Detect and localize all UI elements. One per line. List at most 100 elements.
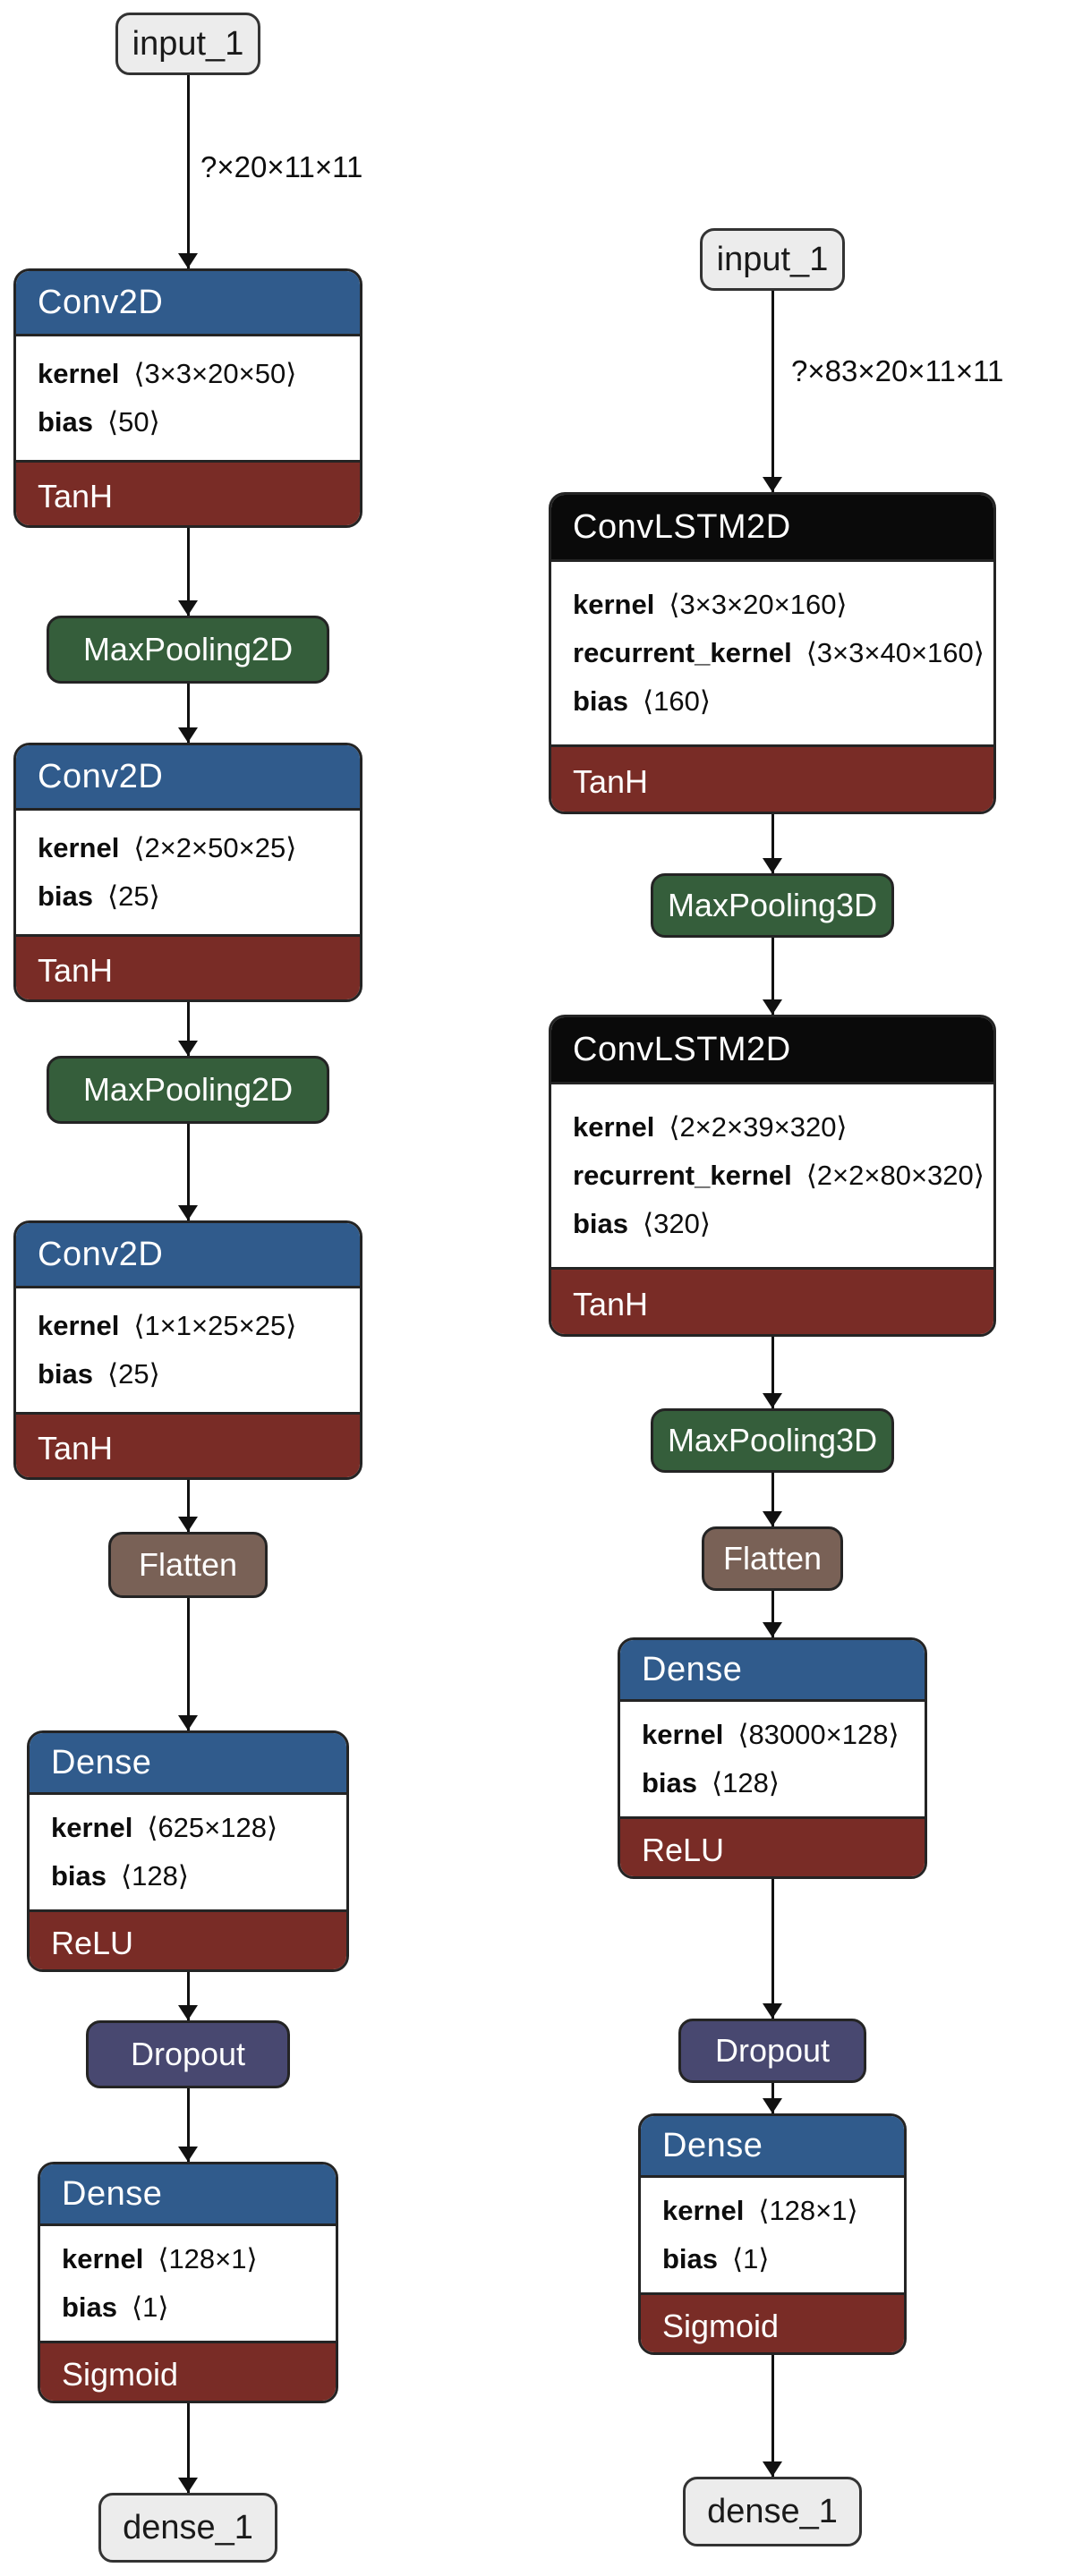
left-dense-1-node[interactable]: Dense kernel⟨625×128⟩ bias⟨128⟩ ReLU [27,1730,349,1972]
edge-arrow [186,528,190,616]
activation-label: TanH [551,1270,993,1334]
right-dense-2-node[interactable]: Dense kernel⟨128×1⟩ bias⟨1⟩ Sigmoid [638,2113,907,2355]
param-name: bias [38,880,94,912]
output-node-label: dense_1 [123,2508,253,2546]
param-name: bias [573,1208,629,1239]
edge-arrow [771,814,774,873]
node-label: Dropout [130,2036,246,2072]
layer-title: Dense [30,1733,346,1792]
left-maxpooling2d-2-node[interactable]: MaxPooling2D [47,1056,329,1124]
param-name: kernel [573,1111,655,1143]
right-output-node[interactable]: dense_1 [683,2477,862,2546]
param-name: kernel [62,2243,144,2274]
layer-params: kernel ⟨2×2×50×25⟩ bias ⟨25⟩ [16,808,360,937]
activation-label: TanH [551,747,993,812]
edge-arrow [186,2403,190,2493]
activation-label: ReLU [30,1912,346,1969]
activation-label: TanH [16,937,360,999]
right-flatten-node[interactable]: Flatten [702,1526,843,1591]
param-name: bias [51,1860,107,1892]
param-name: bias [38,406,94,438]
output-node-label: dense_1 [707,2492,838,2530]
param-name: bias [38,1358,94,1390]
edge-arrow [186,684,190,743]
param-name: recurrent_kernel [573,1160,792,1191]
param-name: kernel [38,832,120,863]
edge-arrow [186,75,190,268]
input-node-label: input_1 [132,24,244,63]
layer-params: kernel⟨625×128⟩ bias⟨128⟩ [30,1792,346,1912]
left-flatten-node[interactable]: Flatten [108,1532,268,1598]
param-name: bias [642,1767,698,1798]
param-name: bias [573,685,629,717]
right-convlstm2d-2-node[interactable]: ConvLSTM2D kernel⟨2×2×39×320⟩ recurrent_… [549,1015,996,1337]
layer-title: Dense [40,2164,336,2223]
node-label: MaxPooling3D [667,1422,878,1458]
right-convlstm2d-1-node[interactable]: ConvLSTM2D kernel ⟨3×3×20×160⟩ recurrent_… [549,492,996,814]
edge-arrow [771,1473,774,1526]
node-label: Flatten [722,1540,823,1577]
left-dropout-node[interactable]: Dropout [86,2020,290,2088]
param-name: kernel [573,589,655,620]
layer-title: Dense [641,2116,904,2175]
left-conv2d-2-node[interactable]: Conv2D kernel⟨2×2×50×25⟩ bias⟨25⟩ TanH [13,743,362,1002]
param-value: ⟨1×1×25×25⟩ [133,1310,297,1341]
left-input-node[interactable]: input_1 [115,13,260,75]
param-value: ⟨128⟩ [712,1767,780,1798]
param-value: ⟨1⟩ [732,2243,770,2274]
input-node-label: input_1 [716,240,829,278]
left-dense-2-node[interactable]: Dense kernel⟨128×1⟩ bias⟨1⟩ Sigmoid [38,2162,338,2403]
layer-title: ConvLSTM2D [551,495,993,559]
edge-arrow [771,2083,774,2113]
param-value: ⟨128×1⟩ [758,2195,858,2226]
edge-arrow [771,938,774,1015]
param-value: ⟨25⟩ [107,1358,160,1390]
activation-label: Sigmoid [40,2343,336,2401]
layer-params: kernel⟨1×1×25×25⟩ bias⟨25⟩ [16,1286,360,1415]
param-value: ⟨3×3×20×50⟩ [133,358,297,389]
param-name: recurrent_kernel [573,637,792,668]
right-dropout-node[interactable]: Dropout [678,2019,866,2083]
tensor-shape-label: ?×20×11×11 [200,150,363,183]
param-value: ⟨25⟩ [107,880,160,912]
param-value: ⟨2×2×80×320⟩ [806,1160,984,1191]
right-input-node[interactable]: input_1 [700,228,845,291]
tensor-shape-label: ?×83×20×11×11 [791,354,1004,387]
param-name: bias [62,2291,118,2323]
layer-params: kernel ⟨83000×128⟩ bias ⟨128⟩ [620,1699,925,1819]
right-maxpooling3d-2-node[interactable]: MaxPooling3D [651,1408,894,1473]
param-value: ⟨128⟩ [121,1860,189,1892]
layer-params: kernel⟨3×3×20×50⟩ bias⟨50⟩ [16,334,360,463]
edge-arrow [186,1002,190,1056]
param-value: ⟨2×2×50×25⟩ [133,832,297,863]
layer-params: kernel⟨128×1⟩ bias⟨1⟩ [40,2223,336,2343]
param-name: kernel [51,1812,133,1843]
node-label: MaxPooling2D [82,631,294,667]
activation-label: TanH [16,1415,360,1477]
edge-arrow [771,2355,774,2477]
left-output-node[interactable]: dense_1 [98,2493,277,2563]
param-value: ⟨50⟩ [107,406,160,438]
left-conv2d-3-node[interactable]: Conv2D kernel⟨1×1×25×25⟩ bias⟨25⟩ TanH [13,1220,362,1480]
param-name: bias [662,2243,719,2274]
param-name: kernel [662,2195,745,2226]
left-conv2d-1-node[interactable]: Conv2D kernel⟨3×3×20×50⟩ bias⟨50⟩ TanH [13,268,362,528]
param-value: ⟨160⟩ [643,685,711,717]
right-dense-1-node[interactable]: Dense kernel⟨83000×128⟩ bias⟨128⟩ ReLU [618,1637,927,1879]
node-label: MaxPooling2D [82,1071,294,1108]
edge-arrow [771,291,774,492]
param-name: kernel [642,1719,724,1750]
param-value: ⟨83000×128⟩ [737,1719,899,1750]
right-maxpooling3d-1-node[interactable]: MaxPooling3D [651,873,894,938]
node-label: MaxPooling3D [667,887,878,923]
param-value: ⟨3×3×20×160⟩ [669,589,848,620]
node-label: Dropout [714,2032,831,2069]
left-maxpooling2d-1-node[interactable]: MaxPooling2D [47,616,329,684]
edge-arrow [186,1480,190,1532]
activation-label: TanH [16,463,360,525]
layer-params: kernel ⟨2×2×39×320⟩ recurrent_kernel ⟨2×2×… [551,1082,993,1270]
edge-arrow [771,1591,774,1637]
edge-arrow [186,1124,190,1220]
param-value: ⟨2×2×39×320⟩ [669,1111,848,1143]
